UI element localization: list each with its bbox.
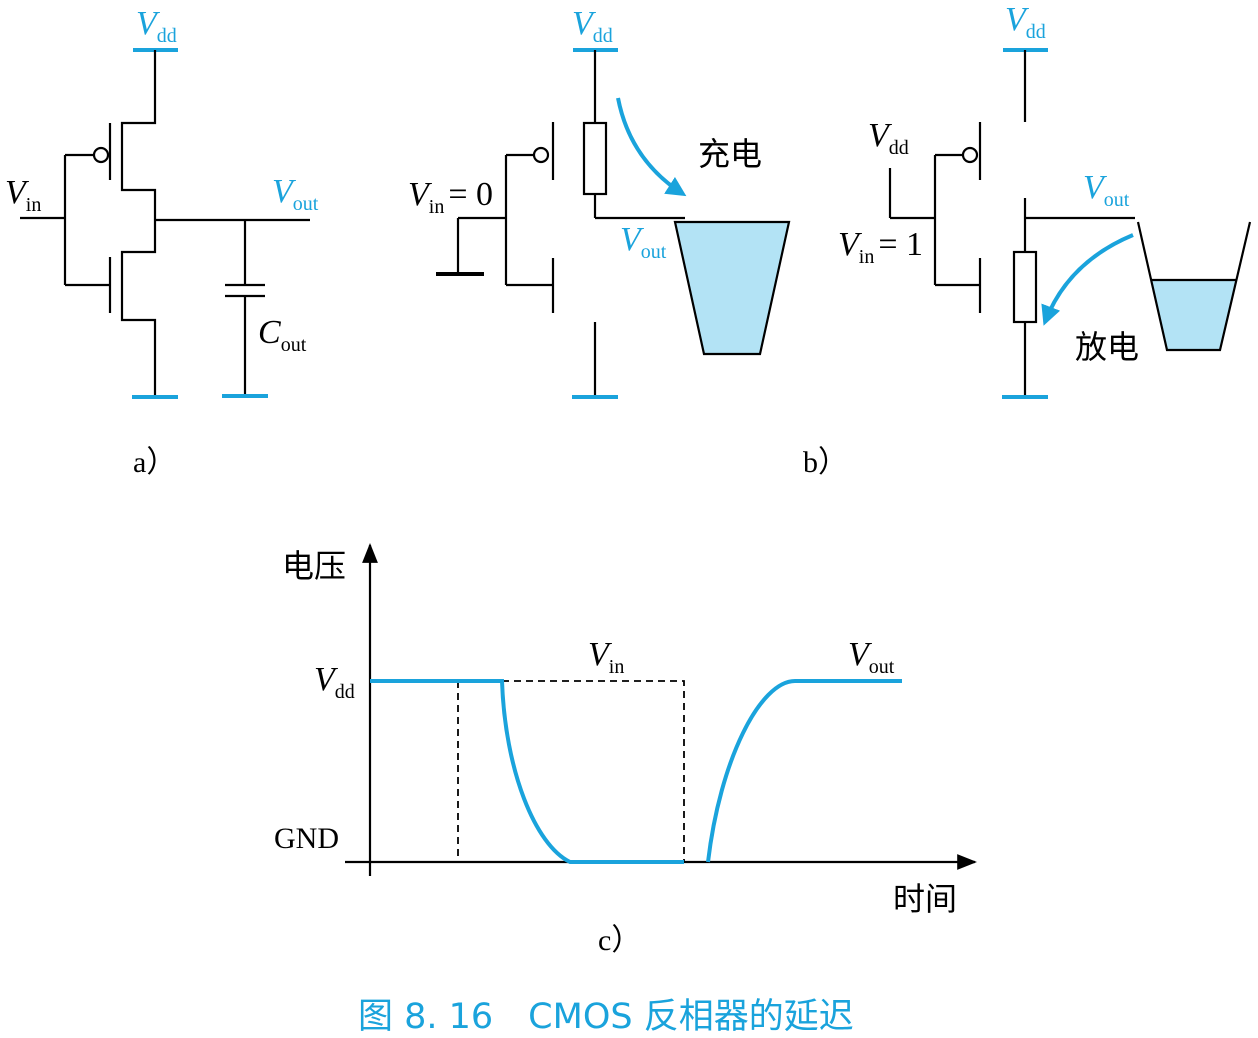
nmos-on-resistor (1012, 250, 1038, 324)
vdd-level-label: Vdd (314, 661, 355, 703)
pmos-bubble (532, 146, 550, 164)
pmos-bubble (961, 146, 979, 164)
discharge-label: 放电 (1075, 328, 1139, 366)
vin-label: Vin (5, 174, 41, 216)
gnd-level-label: GND (274, 822, 339, 855)
figure-caption: 图 8. 16 CMOS 反相器的延迟 (358, 997, 854, 1037)
pmos-bubble (92, 146, 110, 164)
x-axis-label: 时间 (893, 880, 957, 918)
panel-c-label: c） (598, 924, 641, 957)
vin-one-label: Vin= 1 (838, 226, 923, 268)
vout-label: Vout (620, 221, 667, 263)
panel-b-label: b） (803, 446, 848, 479)
vout-label: Vout (272, 173, 319, 215)
panel-a-label: a） (133, 446, 176, 479)
charge-label: 充电 (698, 135, 762, 173)
discharge-arrow (1041, 233, 1134, 326)
y-axis-label: 电压 (282, 547, 346, 585)
vout-waveform-label: Vout (848, 636, 895, 678)
vin-waveform-label: Vin (588, 636, 624, 678)
vdd-label: Vdd (1005, 1, 1046, 43)
draining-bucket (1136, 221, 1252, 352)
vdd-label: Vdd (572, 5, 613, 47)
bucket-liquid (1151, 280, 1236, 350)
panel-b-charging-circuit: Vdd Vin= 0 Vout 充电 (408, 5, 791, 399)
panel-c-waveform: 电压 时间 Vdd GND Vin Vout c） (274, 543, 977, 957)
panel-b-discharging-circuit: Vdd Vdd Vin= 1 Vout 放电 b） (803, 1, 1252, 479)
charge-arrow (616, 97, 687, 197)
vin-waveform (370, 680, 685, 862)
cout-label: Cout (258, 314, 307, 356)
vout-waveform (370, 679, 902, 864)
panel-a-inverter-circuit: Vdd Vin Vout Cout a） (5, 5, 319, 479)
vdd-label: Vdd (136, 5, 177, 47)
full-bucket (673, 220, 791, 356)
pmos-on-resistor (582, 121, 608, 196)
vin-zero-label: Vin= 0 (408, 176, 493, 218)
vdd-gate-label: Vdd (868, 117, 909, 159)
vout-label: Vout (1083, 169, 1130, 211)
